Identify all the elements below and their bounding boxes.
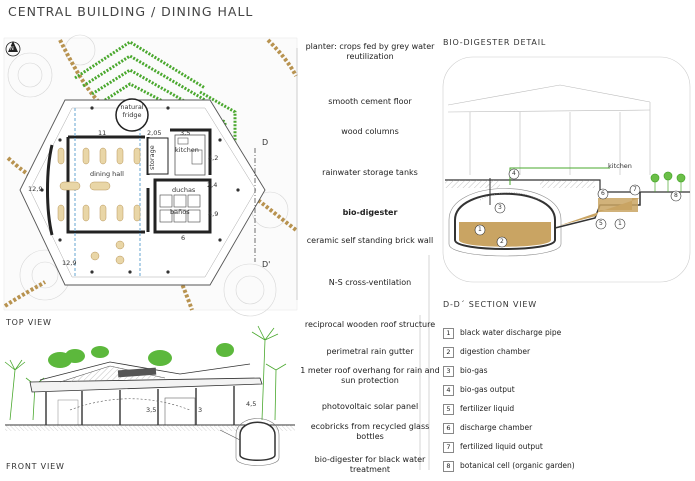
legend-item: 4 bio-gas output (443, 384, 515, 396)
annotation-solar-panel: photovoltaic solar panel (321, 402, 419, 411)
annotation-wood-columns: wood columns (341, 127, 399, 136)
annotation-rain-gutter: perimetral rain gutter (326, 347, 414, 356)
legend-number: 1 (443, 327, 454, 339)
dim-2-05: 2,05 (147, 129, 162, 137)
dining-tables (57, 147, 141, 265)
legend-number: 5 (443, 403, 454, 415)
detail-num-6: 6 (601, 190, 605, 197)
detail-num-4: 4 (512, 170, 516, 177)
biodigester-detail (442, 56, 691, 283)
solar-panel (117, 367, 157, 378)
dd-section-title: D-D´ SECTION VIEW (443, 300, 537, 309)
annotation-ecobricks: ecobricks from recycled glass bottles (310, 422, 430, 441)
legend-number: 3 (443, 365, 454, 377)
detail-num-3: 3 (498, 204, 502, 211)
annotation-rainwater-tanks: rainwater storage tanks (322, 168, 418, 177)
legend-item: 1 black water discharge pipe (443, 327, 562, 339)
detail-num-5: 5 (599, 220, 603, 227)
biodigester-detail-title: BIO-DIGESTER DETAIL (443, 38, 547, 47)
front-dim-3: 3 (198, 406, 203, 414)
annotation-roof-overhang: 1 meter roof overhang for rain and sun p… (300, 366, 440, 385)
front-dim-3-5: 3,5 (146, 406, 157, 414)
annotation-roof-structure: reciprocal wooden roof structure (304, 320, 436, 329)
front-dim-4-5: 4,5 (246, 400, 257, 408)
front-view-elevation (4, 325, 295, 466)
annotation-ventilation: N-S cross-ventilation (328, 278, 412, 287)
label-duchas: duchas (172, 186, 196, 194)
bathroom-stalls (159, 194, 201, 223)
dim-2-4: 2,4 (207, 181, 218, 189)
plan-trees (7, 34, 289, 317)
legend-number: 7 (443, 441, 454, 453)
front-trees (48, 343, 234, 368)
label-dining-hall: dining hall (90, 170, 124, 178)
dim-12-9-left: 12,9 (28, 185, 43, 193)
detail-num-7: 7 (633, 186, 637, 193)
dim-11: 11 (98, 129, 107, 137)
legend-item: 7 fertilized liquid output (443, 441, 543, 453)
detail-num-1: 1 (478, 226, 482, 233)
legend-text: discharge chamber (460, 423, 533, 432)
legend-number: 2 (443, 346, 454, 358)
label-banos: baños (170, 208, 190, 216)
label-section-d-prime: D' (262, 260, 271, 269)
detail-label-kitchen: kitchen (608, 162, 632, 170)
legend-text: botanical cell (organic garden) (460, 461, 575, 470)
annotation-biodigester: bio-digester (342, 208, 398, 217)
legend-item: 5 fertilizer liquid (443, 403, 515, 415)
legend-item: 6 discharge chamber (443, 422, 533, 434)
legend-text: bio-gas (460, 366, 488, 375)
kitchen-area (174, 134, 206, 176)
dim-4-2: 4,2 (208, 154, 219, 162)
label-section-d: D (262, 138, 269, 147)
annotation-planter: planter: crops fed by grey water reutili… (305, 42, 435, 61)
dim-3-5: 3,5 (180, 129, 191, 137)
legend-number: 4 (443, 384, 454, 396)
storage-room (147, 137, 169, 175)
label-natural-fridge: natural fridge (120, 103, 144, 119)
legend-text: fertilizer liquid (460, 404, 515, 413)
dim-4-9: 4,9 (208, 210, 219, 218)
legend-number: 8 (443, 460, 454, 472)
legend-text: black water discharge pipe (460, 328, 562, 337)
label-storage: storage (148, 145, 156, 170)
biogas-pipe (509, 167, 610, 185)
natural-fridge (115, 98, 149, 132)
page-title: CENTRAL BUILDING / DINING HALL (8, 4, 254, 19)
label-kitchen: kitchen (175, 146, 199, 154)
top-view-title: TOP VIEW (6, 318, 52, 327)
detail-num-2: 2 (500, 238, 504, 245)
front-biodigester (239, 421, 276, 461)
annotation-cement-floor: smooth cement floor (328, 97, 412, 106)
legend-item: 2 digestion chamber (443, 346, 531, 358)
legend-item: 3 bio-gas (443, 365, 488, 377)
dim-12-9-bottom: 12,9 (62, 259, 77, 267)
north-arrow (5, 41, 21, 57)
legend-number: 6 (443, 422, 454, 434)
ventilation-lines (74, 108, 141, 277)
legend-text: digestion chamber (460, 347, 531, 356)
detail-num-8: 8 (674, 192, 678, 199)
north-label: N (10, 46, 14, 52)
legend-text: bio-gas output (460, 385, 515, 394)
detail-num-1b: 1 (618, 220, 622, 227)
legend-text: fertilized liquid output (460, 442, 543, 451)
legend-item: 8 botanical cell (organic garden) (443, 460, 575, 472)
front-view-title: FRONT VIEW (6, 462, 65, 471)
annotation-biodigester-front: bio-digester for black water treatment (314, 455, 426, 474)
annotation-brick-wall: ceramic self standing brick wall (306, 236, 434, 245)
dim-6: 6 (181, 234, 186, 242)
annotation-leaders (296, 48, 430, 470)
